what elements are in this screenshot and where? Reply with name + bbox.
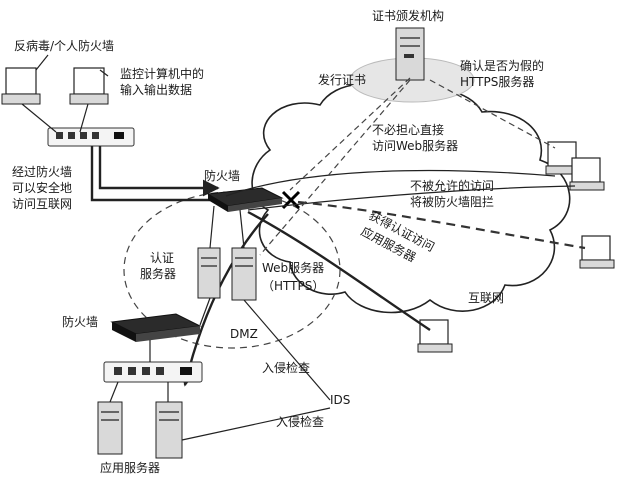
- pc-icon: [579, 235, 615, 269]
- through-fw-label-2: 可以安全地: [12, 180, 72, 195]
- firewall-bottom-label: 防火墙: [62, 314, 98, 329]
- web-server-label-2: （HTTPS）: [262, 279, 324, 293]
- intrusion-check-label-2: 入侵检查: [276, 414, 324, 429]
- dmz-label: DMZ: [230, 327, 258, 341]
- firewall-top-label: 防火墙: [204, 168, 240, 183]
- issue-cert-label: 发行证书: [318, 72, 366, 87]
- server-icon: [155, 401, 183, 459]
- no-worry-label-2: 访问Web服务器: [372, 138, 458, 153]
- pc-icon: [417, 319, 453, 353]
- pc-icon: [1, 54, 49, 105]
- server-icon: [197, 247, 221, 299]
- antivirus-label: 反病毒/个人防火墙: [14, 38, 114, 53]
- intrusion-check-label-1: 入侵检查: [262, 360, 310, 375]
- switch-icon: [47, 127, 135, 147]
- through-fw-label-1: 经过防火墙: [12, 164, 72, 179]
- confirm-label-1: 确认是否为假的: [460, 58, 544, 73]
- no-worry-label-1: 不必担心直接: [372, 122, 444, 137]
- firewall-icon: [110, 313, 202, 342]
- web-server-label-1: Web服务器: [262, 260, 324, 275]
- monitor-label-2: 输入输出数据: [120, 82, 192, 97]
- confirm-label-2: HTTPS服务器: [460, 74, 534, 89]
- auth-server-label-2: 服务器: [140, 266, 176, 281]
- blocked-label-1: 不被允许的访问: [410, 178, 494, 193]
- monitor-label-1: 监控计算机中的: [120, 66, 204, 81]
- pc-icon: [545, 141, 581, 175]
- server-icon: [97, 401, 123, 455]
- server-icon: [395, 27, 425, 81]
- switch-icon: [103, 361, 203, 383]
- through-fw-label-3: 访问互联网: [12, 197, 72, 211]
- pc-icon: [569, 157, 605, 191]
- auth-server-label-1: 认证: [150, 251, 174, 265]
- internet-label: 互联网: [468, 291, 504, 305]
- server-icon: [231, 247, 257, 301]
- ids-label: IDS: [330, 393, 350, 407]
- cert-authority-label: 证书颁发机构: [372, 8, 444, 23]
- pc-icon: [69, 67, 109, 105]
- app-server-label: 应用服务器: [100, 460, 160, 475]
- blocked-label-2: 将被防火墙阻拦: [410, 194, 494, 209]
